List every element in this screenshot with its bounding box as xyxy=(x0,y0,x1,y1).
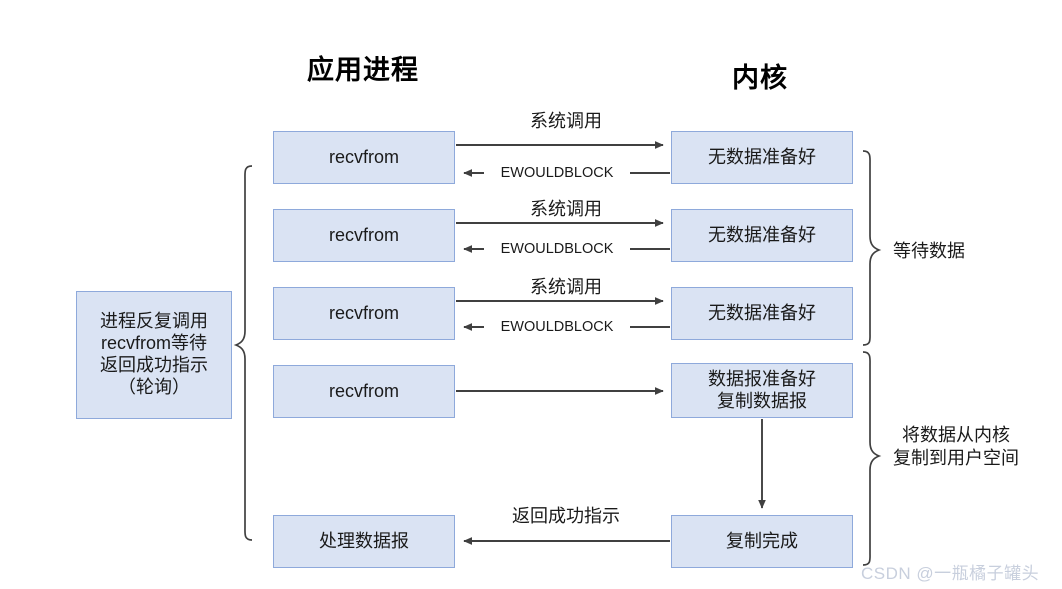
arrow-label-ewouldblock-3: EWOULDBLOCK xyxy=(484,318,630,337)
right-box-row-2: 无数据准备好 xyxy=(671,209,853,262)
right-box-row-3-line-1: 无数据准备好 xyxy=(708,302,816,323)
brace-label-copy-to-user: 将数据从内核 复制到用户空间 xyxy=(893,424,1019,469)
right-box-row-3: 无数据准备好 xyxy=(671,287,853,340)
brace-label-wait-data: 等待数据 xyxy=(893,241,965,261)
csdn-watermark: CSDN @一瓶橘子罐头 xyxy=(861,564,1040,583)
header-application-process: 应用进程 xyxy=(307,55,419,85)
right-box-row-4-line-2: 复制数据报 xyxy=(717,390,807,411)
left-description-line-4: （轮询） xyxy=(118,376,190,397)
right-box-row-4-line-1: 数据报准备好 xyxy=(708,368,816,389)
right-box-row-1: 无数据准备好 xyxy=(671,131,853,184)
right-box-row-2-line-1: 无数据准备好 xyxy=(708,224,816,245)
arrow-label-ewouldblock-2: EWOULDBLOCK xyxy=(484,240,630,259)
brace-label-copy-line-1: 将数据从内核 xyxy=(902,425,1010,445)
left-box-row-3: recvfrom xyxy=(273,287,455,340)
arrow-label-syscall-3: 系统调用 xyxy=(530,277,602,297)
brace-label-copy-line-2: 复制到用户空间 xyxy=(893,447,1019,468)
right-box-row-4: 数据报准备好 复制数据报 xyxy=(671,363,853,418)
arrow-label-return-success: 返回成功指示 xyxy=(512,506,620,526)
left-description-line-3: 返回成功指示 xyxy=(100,355,208,375)
arrow-label-syscall-2: 系统调用 xyxy=(530,199,602,219)
arrow-label-ewouldblock-1: EWOULDBLOCK xyxy=(484,164,630,183)
left-box-row-4: recvfrom xyxy=(273,365,455,418)
right-box-copy-complete: 复制完成 xyxy=(671,515,853,568)
right-box-row-1-line-1: 无数据准备好 xyxy=(708,146,816,167)
left-description-line-1: 进程反复调用 xyxy=(100,311,208,332)
arrow-label-syscall-1: 系统调用 xyxy=(530,111,602,131)
left-box-row-2: recvfrom xyxy=(273,209,455,262)
left-description-line-2: recvfrom等待 xyxy=(100,333,207,354)
left-description-box: 进程反复调用 recvfrom等待 返回成功指示 （轮询） xyxy=(76,291,232,419)
header-kernel: 内核 xyxy=(732,63,788,93)
left-box-process-datagram: 处理数据报 xyxy=(273,515,455,568)
left-box-row-1: recvfrom xyxy=(273,131,455,184)
